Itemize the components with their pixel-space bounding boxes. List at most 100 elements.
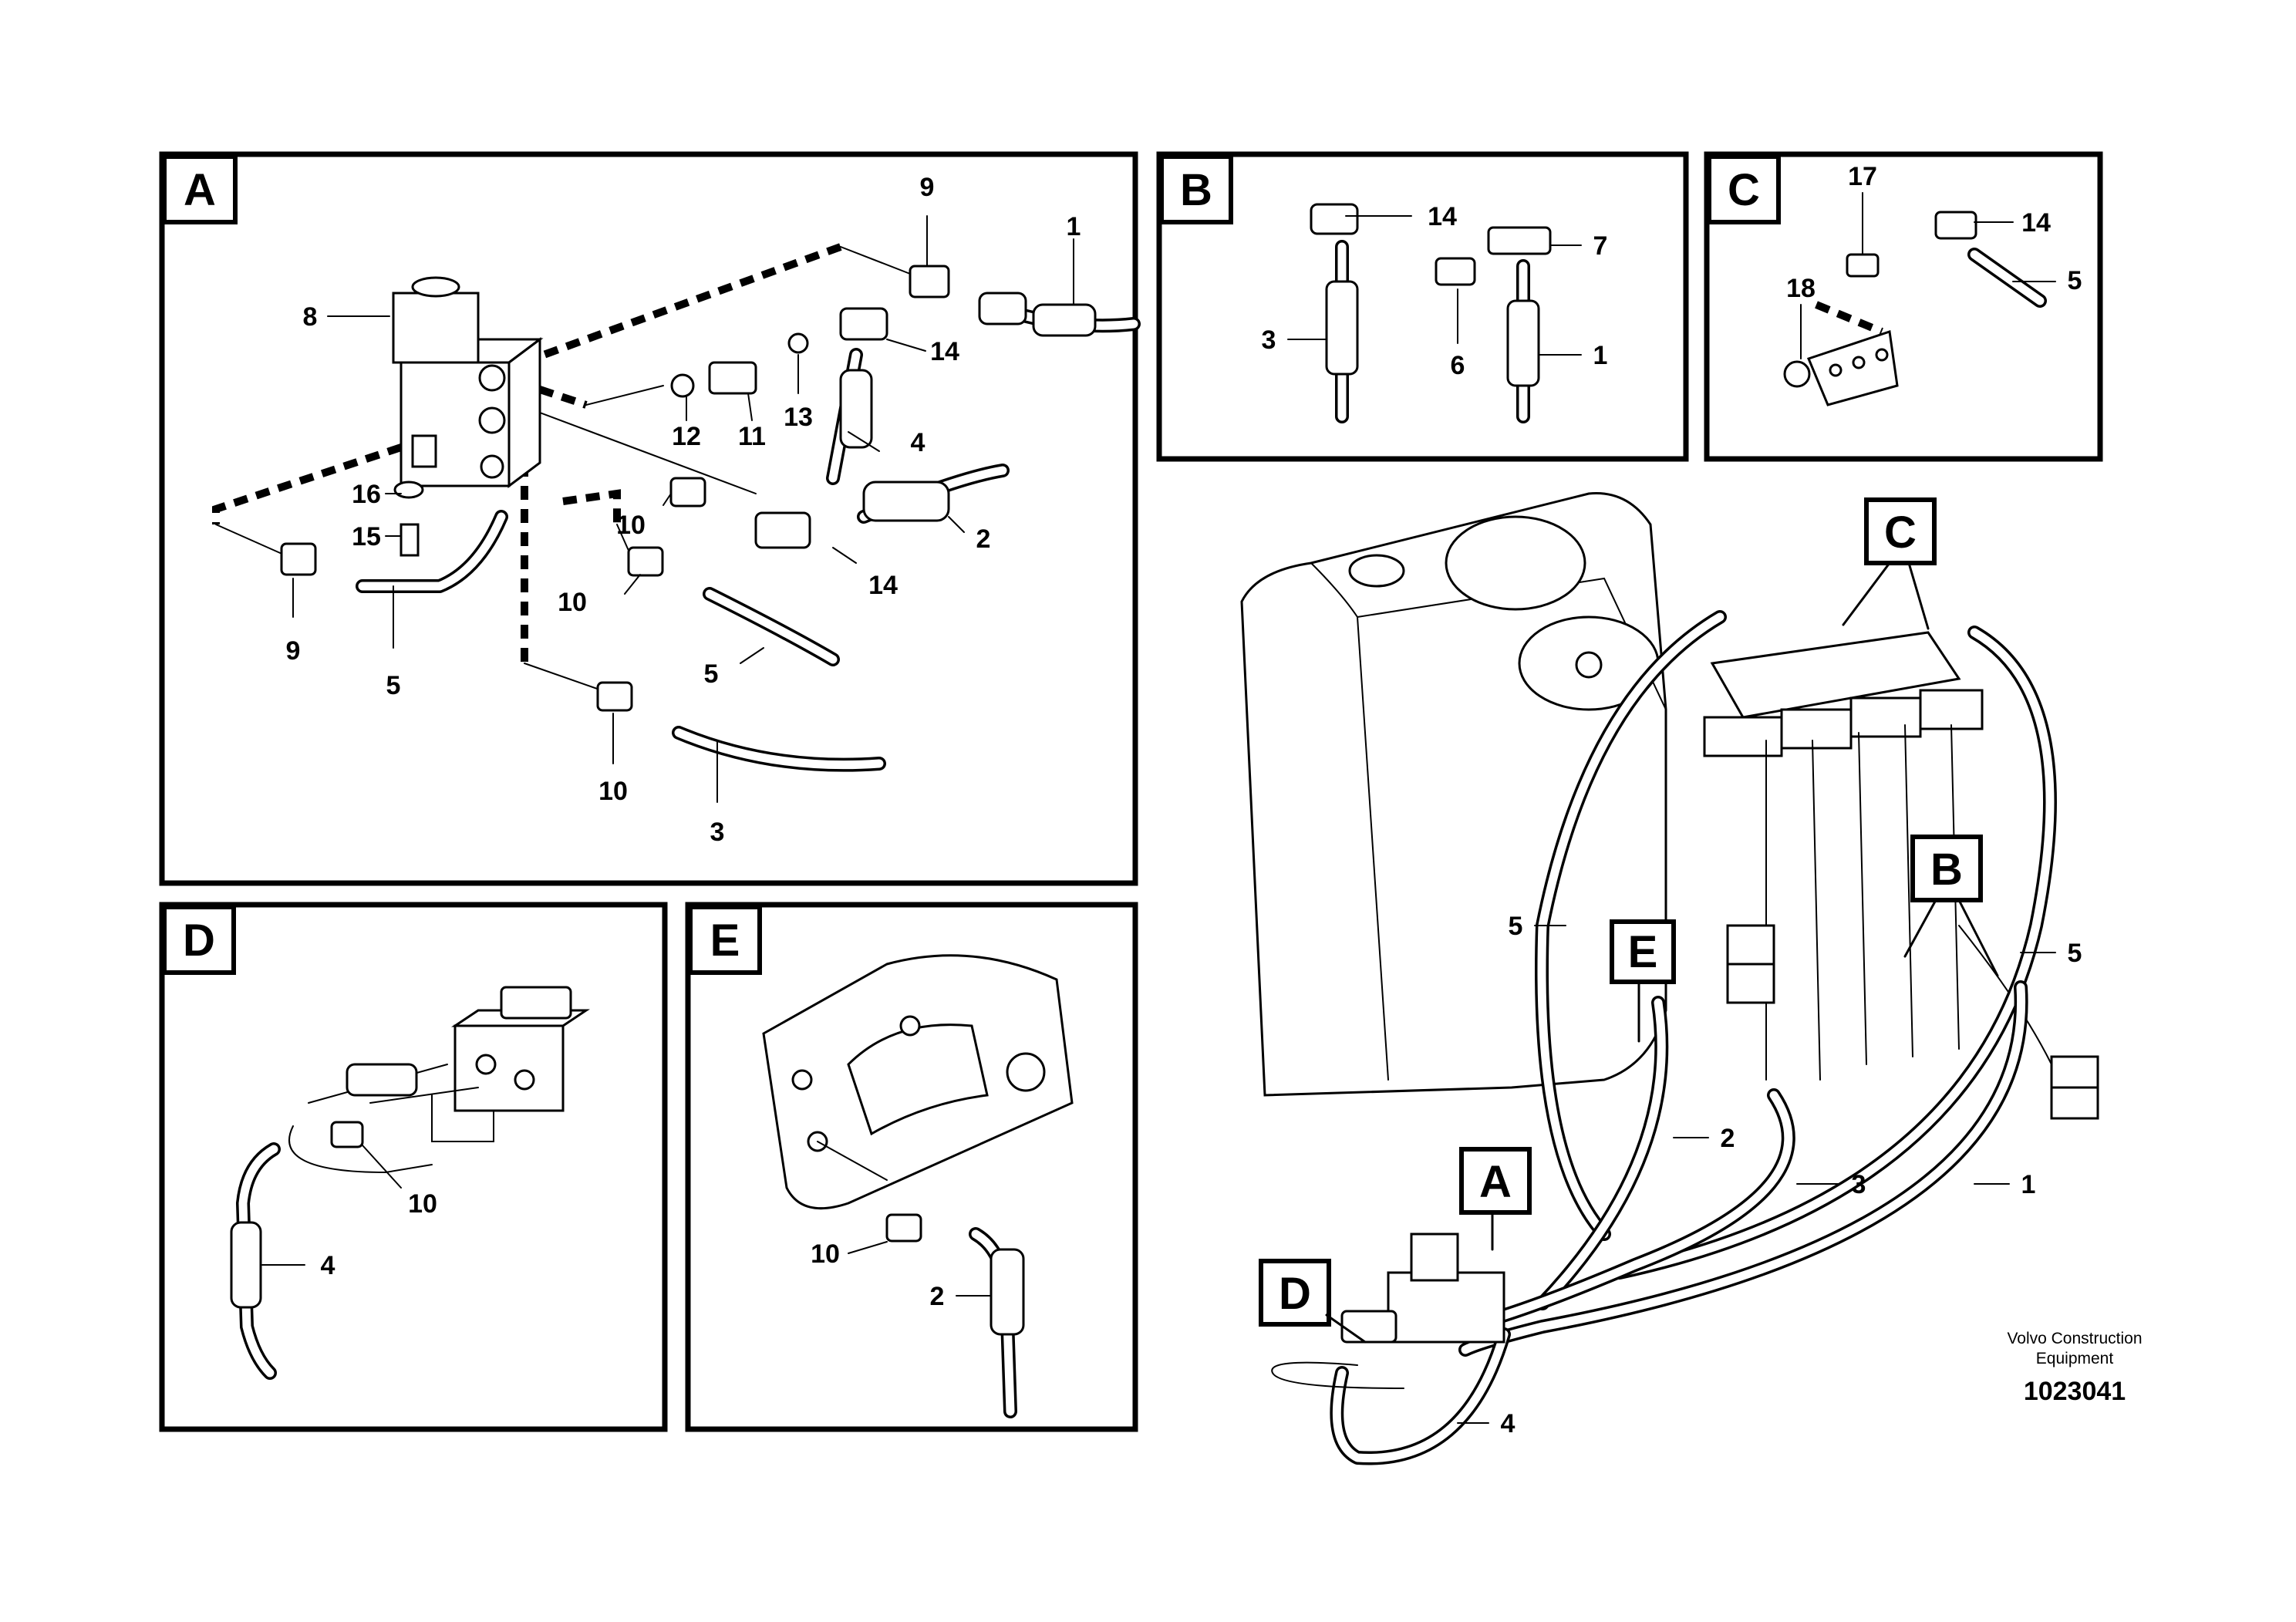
e-hose-2-sleeve [990,1248,1025,1336]
elbow-14-mid [754,511,811,549]
overview-tag-d: D [1279,1269,1311,1319]
bolt-15 [400,523,420,557]
overview-label-3: 3 [1852,1170,1866,1199]
routing-dash-right [562,489,621,524]
panel-a-tag: A [184,165,216,215]
label-16: 16 [352,480,381,509]
e-label-2: 2 [930,1282,945,1311]
label-4: 4 [911,428,925,457]
overview-tag-c: C [1884,508,1917,558]
c-label-5: 5 [2068,266,2082,295]
solenoid-coil [392,292,480,364]
overview-tag-e-box [1610,919,1676,984]
overview-label-5-left: 5 [1509,912,1523,941]
routing-dash-left [212,443,403,524]
label-10-bottom: 10 [598,777,628,806]
label-10-mid: 10 [616,511,646,540]
c-label-14: 14 [2021,208,2051,238]
b-fitting-6 [1435,257,1476,286]
d-valve-block [453,1024,565,1112]
e-label-10: 10 [811,1239,840,1269]
panel-e-frame [685,902,1138,1432]
d-hose-4-sleeve [230,1221,262,1309]
elbow-14-top [839,307,888,341]
overview-tag-a-box [1459,1147,1532,1215]
d-valve-fitting [500,986,572,1020]
b-elbow-14 [1310,203,1359,235]
e-fitting-10 [885,1213,922,1243]
routing-line-top [840,246,911,275]
tank-cover-1 [1445,515,1586,611]
adapter-11 [708,361,757,395]
b-label-1: 1 [1593,341,1608,370]
overview-label-4: 4 [1501,1409,1515,1438]
label-11: 11 [738,422,766,451]
fitting-10-mid [669,477,706,508]
label-15: 15 [352,522,381,551]
c-label-17: 17 [1848,162,1877,191]
valve-side [507,337,541,488]
routing-line-elbow [508,400,757,494]
panel-d-tag: D [183,916,215,966]
valve-port-2 [478,406,506,434]
panel-e: E 10 2 [685,902,1138,1432]
overview-tag-a: A [1479,1157,1512,1207]
o-ring-12 [670,373,695,398]
d-fitting-10 [330,1121,364,1148]
c-routing-dash [1815,301,1883,336]
label-14-top: 14 [930,337,959,366]
tank-filler [1348,554,1405,588]
washer-16 [393,481,424,499]
c-nut-18 [1783,360,1811,388]
c-elbow-14 [1934,211,1977,240]
valve-plug [411,434,437,468]
routing-line-down [524,663,602,691]
e-manifold-channel [847,1023,989,1136]
panel-b-frame [1156,151,1689,462]
panel-a: A [159,151,1141,886]
routing-line-mid [585,385,664,406]
b-hose-1-sleeve [1506,299,1540,387]
label-10-right: 10 [558,588,587,617]
fitting-10-right [627,546,664,577]
valve-port-1 [478,364,506,392]
panel-c-tag: C [1728,165,1760,215]
label-5-right: 5 [704,659,719,689]
hose-2-sleeve [862,481,950,522]
overview-tag-b: B [1930,845,1963,895]
panel-b-tag: B [1180,165,1212,215]
b-tee-7 [1487,226,1552,255]
label-1: 1 [1067,212,1081,241]
b-label-6: 6 [1451,351,1465,380]
label-12: 12 [672,422,701,451]
overview-label-2: 2 [1721,1124,1735,1153]
valve-port-3 [480,454,504,479]
b-label-14: 14 [1428,202,1457,231]
panel-c-frame [1704,151,2103,462]
label-9-top: 9 [920,173,935,202]
label-8: 8 [303,302,318,332]
hose-1-sleeve [1032,303,1097,337]
label-2: 2 [976,524,991,554]
d-hose-back [288,1125,433,1174]
o-ring-13 [787,332,809,354]
fitting-10-bottom [596,681,633,712]
panel-a-tag-box [162,154,238,224]
c-plate [1806,330,1899,406]
c-fitting-17 [1846,253,1880,278]
routing-dash-upper [500,243,842,374]
hose-4-sleeve [839,369,873,449]
routing-dash-mid [538,386,588,409]
c-label-18: 18 [1786,274,1816,303]
panel-b: B 14 3 7 6 1 [1156,151,1689,462]
panel-e-tag-box [688,905,762,975]
b-label-3: 3 [1262,325,1276,355]
d-hose-back-sleeve [346,1063,418,1097]
overview-label-1: 1 [2021,1170,2036,1199]
overview-tag-b-box [1910,835,1983,902]
panel-b-tag-box [1159,154,1233,224]
routing-line-left [215,524,286,556]
drawing-id: 1023041 [2024,1377,2126,1406]
label-3: 3 [710,818,725,847]
